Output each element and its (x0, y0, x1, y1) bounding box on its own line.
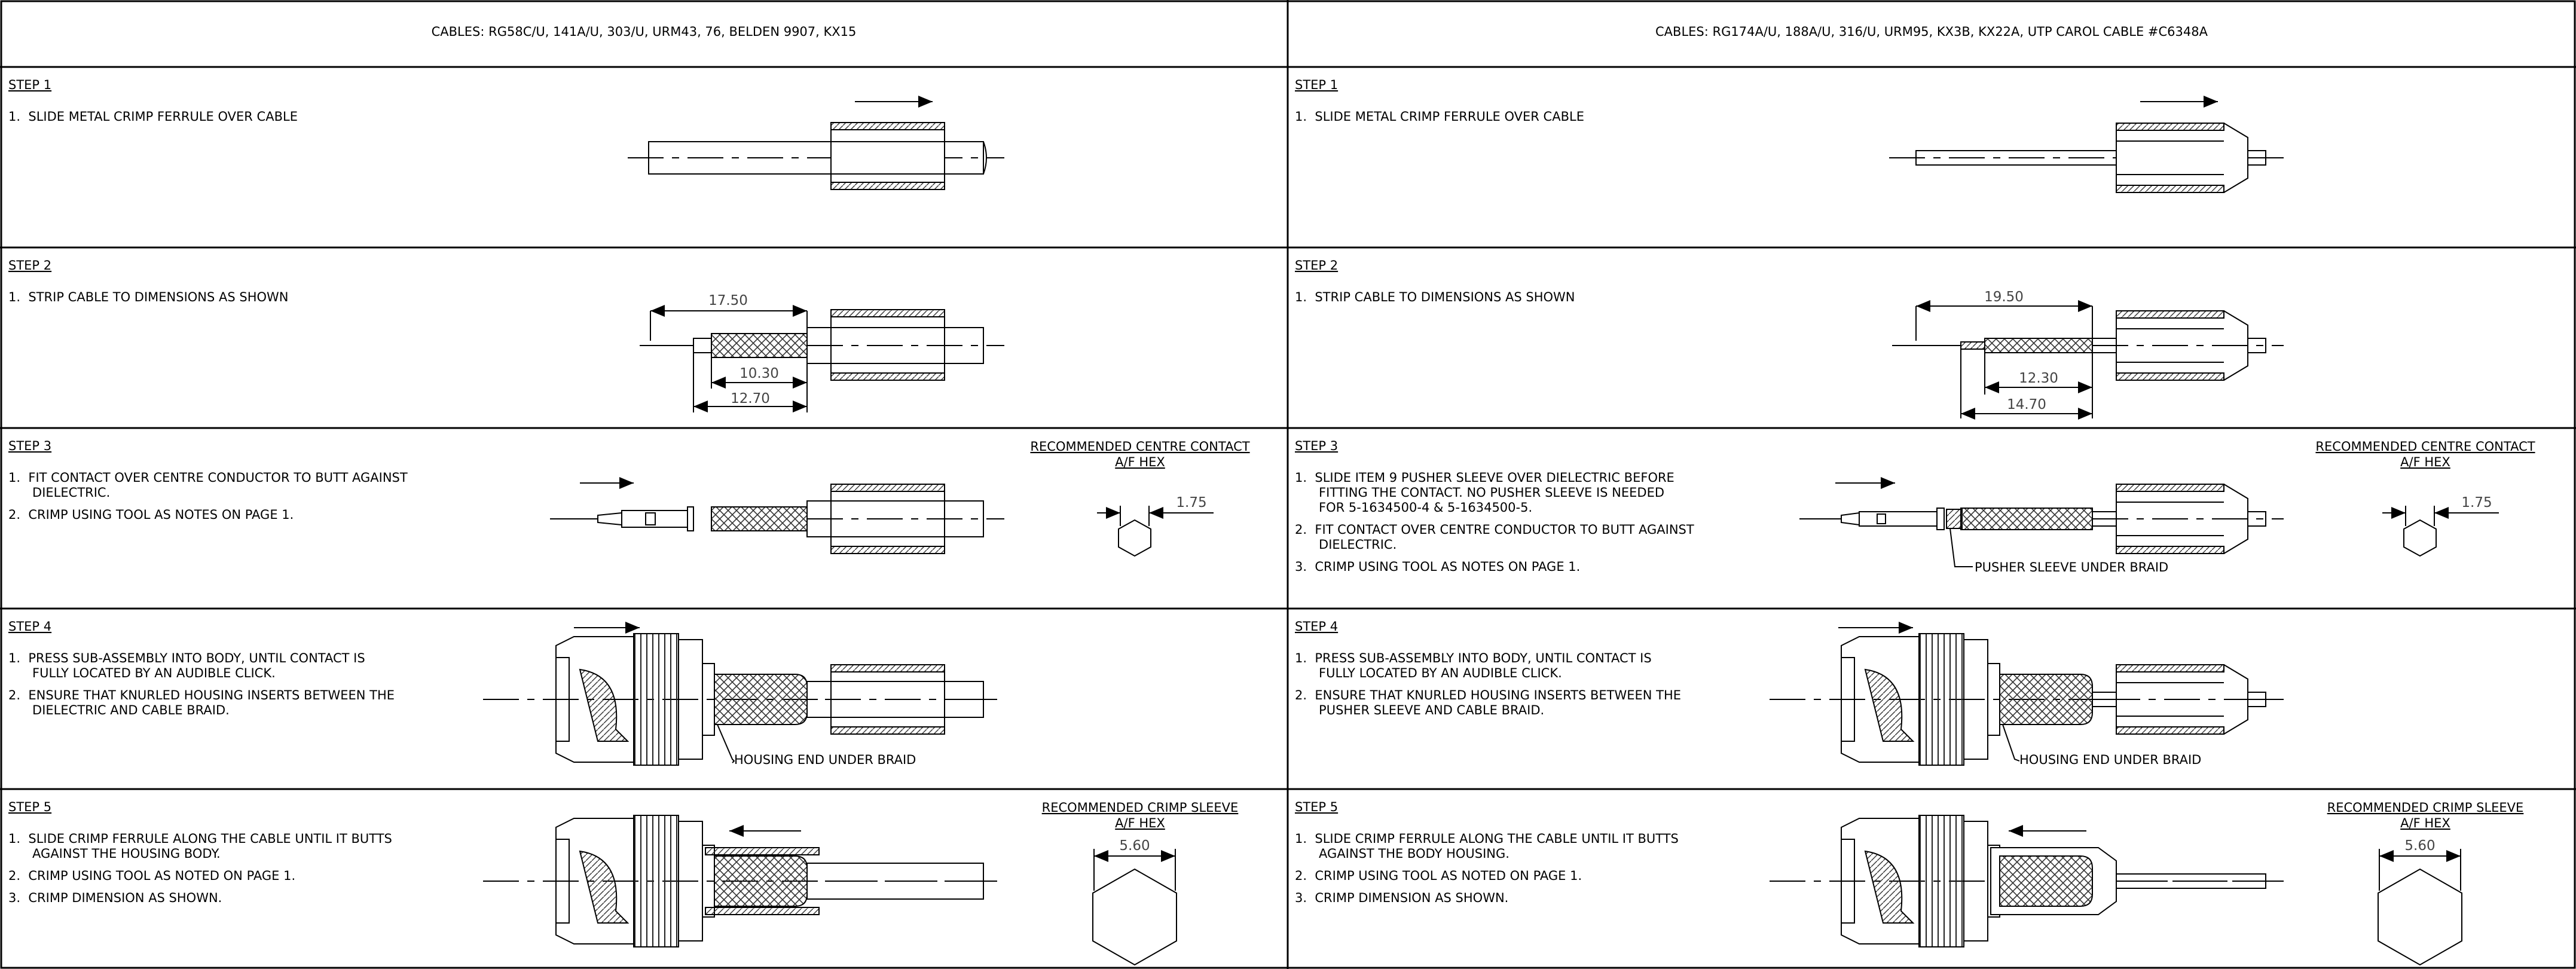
step-text-layer: STEP 1 1. SLIDE METAL CRIMP FERRULE OVER … (8, 78, 2535, 905)
left-step4-instruction-line: 1. PRESS SUB-ASSEMBLY INTO BODY, UNTIL C… (8, 651, 365, 665)
left-step5-title: STEP 5 (8, 800, 51, 814)
right-step5-instruction-line: 3. CRIMP DIMENSION AS SHOWN. (1295, 891, 1508, 905)
left-step3-title: STEP 3 (8, 439, 51, 453)
left-step2-title: STEP 2 (8, 258, 51, 273)
left-cable-header: CABLES: RG58C/U, 141A/U, 303/U, URM43, 7… (432, 25, 857, 39)
left-step3-hex-dim: 1.75 (1176, 495, 1206, 511)
right-step2-title: STEP 2 (1295, 258, 1338, 273)
right-dim-strip-length: 19.50 (1984, 289, 2024, 305)
left-step3-recommendation-title: RECOMMENDED CENTRE CONTACT (1030, 439, 1249, 454)
left-step5-recommendation-title: RECOMMENDED CRIMP SLEEVE (1042, 800, 1239, 815)
left-step3-contact-drawing (550, 477, 1004, 554)
right-step5-instruction-line: AGAINST THE BODY HOUSING. (1295, 846, 1509, 861)
right-step5-hex-dim: 5.60 (2404, 838, 2435, 854)
right-step3-instruction-line: 2. FIT CONTACT OVER CENTRE CONDUCTOR TO … (1295, 522, 1694, 537)
left-step4-title: STEP 4 (8, 619, 51, 634)
right-step4-instruction-line: 2. ENSURE THAT KNURLED HOUSING INSERTS B… (1295, 688, 1681, 702)
right-step4-title: STEP 4 (1295, 619, 1338, 634)
right-step3-contact-drawing (1799, 477, 2284, 567)
right-step5-hex-detail (2378, 849, 2462, 966)
right-cable-header: CABLES: RG174A/U, 188A/U, 316/U, URM95, … (1655, 25, 2208, 39)
left-step5-recommendation-subtitle: A/F HEX (1115, 816, 1165, 830)
right-step2-strip-drawing (1892, 300, 2284, 420)
right-step5-title: STEP 5 (1295, 800, 1338, 814)
right-step3-instruction-line: DIELECTRIC. (1295, 537, 1397, 552)
right-step1-instruction-line: 1. SLIDE METAL CRIMP FERRULE OVER CABLE (1295, 109, 1584, 124)
left-step3-instruction-line: 2. CRIMP USING TOOL AS NOTES ON PAGE 1. (8, 508, 294, 522)
left-step3-instruction-line: 1. FIT CONTACT OVER CENTRE CONDUCTOR TO … (8, 470, 408, 485)
left-step4-callout: HOUSING END UNDER BRAID (734, 753, 916, 767)
right-step3-recommendation-subtitle: A/F HEX (2400, 455, 2450, 469)
right-step3-title: STEP 3 (1295, 439, 1338, 453)
left-step3-recommendation-subtitle: A/F HEX (1115, 455, 1165, 469)
left-step1-cable-drawing (628, 96, 1004, 190)
left-step4-assembly-drawing (483, 622, 1004, 766)
right-step5-recommendation-title: RECOMMENDED CRIMP SLEEVE (2327, 800, 2524, 815)
right-step3-recommendation-title: RECOMMENDED CENTRE CONTACT (2315, 439, 2535, 454)
left-step5-instruction-line: 2. CRIMP USING TOOL AS NOTED ON PAGE 1. (8, 869, 295, 883)
right-step4-assembly-drawing (1770, 622, 2284, 766)
left-step4-instruction-line: FULLY LOCATED BY AN AUDIBLE CLICK. (8, 666, 276, 680)
right-step2-instruction-line: 1. STRIP CABLE TO DIMENSIONS AS SHOWN (1295, 290, 1575, 304)
left-dim-braid-length: 10.30 (740, 366, 779, 381)
left-step5-hex-detail (1092, 849, 1177, 966)
right-step4-instruction-line: 1. PRESS SUB-ASSEMBLY INTO BODY, UNTIL C… (1295, 651, 1652, 665)
left-step2-instruction-line: 1. STRIP CABLE TO DIMENSIONS AS SHOWN (8, 290, 289, 304)
left-step2-strip-drawing (640, 305, 1004, 412)
right-step3-hex-detail (2382, 506, 2499, 557)
right-dim-braid-length: 12.30 (2019, 371, 2058, 386)
left-step5-instruction-line: AGAINST THE HOUSING BODY. (8, 846, 221, 861)
right-step5-crimp-drawing (1770, 815, 2284, 947)
right-step3-instruction-line: FITTING THE CONTACT. NO PUSHER SLEEVE IS… (1295, 485, 1664, 500)
right-step4-callout: HOUSING END UNDER BRAID (2019, 753, 2201, 767)
left-step4-instruction-line: DIELECTRIC AND CABLE BRAID. (8, 703, 230, 717)
right-step3-instruction-line: 1. SLIDE ITEM 9 PUSHER SLEEVE OVER DIELE… (1295, 470, 1674, 485)
right-step5-recommendation-subtitle: A/F HEX (2400, 816, 2450, 830)
right-step3-hex-dim: 1.75 (2461, 495, 2492, 511)
right-step3-callout: PUSHER SLEEVE UNDER BRAID (1975, 560, 2168, 574)
right-step1-title: STEP 1 (1295, 78, 1338, 92)
left-dim-strip-length: 17.50 (708, 293, 748, 308)
left-step1-title: STEP 1 (8, 78, 51, 92)
left-step3-instruction-line: DIELECTRIC. (8, 485, 110, 500)
left-step5-crimp-drawing (483, 815, 1004, 947)
right-step1-cable-drawing (1889, 96, 2284, 193)
right-dim-dielectric-length: 14.70 (2007, 397, 2046, 412)
right-step4-instruction-line: PUSHER SLEEVE AND CABLE BRAID. (1295, 703, 1544, 717)
right-step4-instruction-line: FULLY LOCATED BY AN AUDIBLE CLICK. (1295, 666, 1562, 680)
left-dim-dielectric-length: 12.70 (731, 391, 770, 406)
left-step3-hex-detail (1097, 506, 1214, 557)
left-step5-instruction-line: 3. CRIMP DIMENSION AS SHOWN. (8, 891, 222, 905)
right-step5-instruction-line: 2. CRIMP USING TOOL AS NOTED ON PAGE 1. (1295, 869, 1582, 883)
right-step3-instruction-line: 3. CRIMP USING TOOL AS NOTES ON PAGE 1. (1295, 560, 1580, 574)
right-step3-instruction-line: FOR 5-1634500-4 & 5-1634500-5. (1295, 500, 1532, 515)
left-step5-hex-dim: 5.60 (1119, 838, 1150, 854)
left-step4-instruction-line: 2. ENSURE THAT KNURLED HOUSING INSERTS B… (8, 688, 395, 702)
right-step5-instruction-line: 1. SLIDE CRIMP FERRULE ALONG THE CABLE U… (1295, 832, 1679, 846)
left-step5-instruction-line: 1. SLIDE CRIMP FERRULE ALONG THE CABLE U… (8, 832, 392, 846)
left-step1-instruction-line: 1. SLIDE METAL CRIMP FERRULE OVER CABLE (8, 109, 298, 124)
